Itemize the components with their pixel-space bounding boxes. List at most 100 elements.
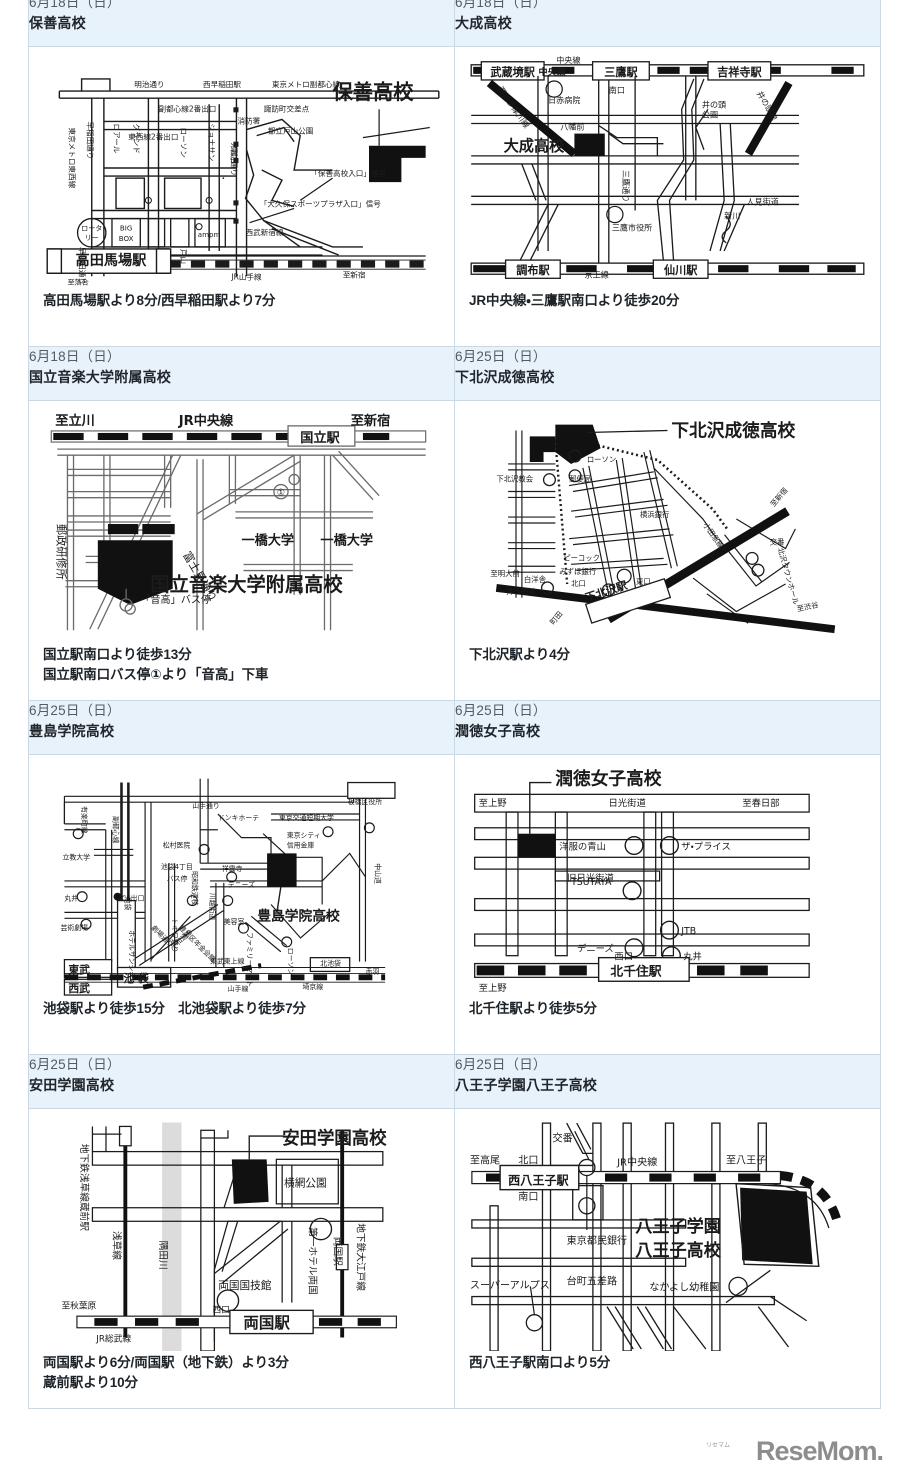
svg-text:祥雲寺: 祥雲寺	[222, 864, 243, 873]
svg-text:至明大前: 至明大前	[490, 569, 519, 578]
cell-header-juntoku: 6月25日（日） 潤徳女子高校	[454, 700, 881, 755]
svg-text:BOX: BOX	[119, 234, 134, 243]
cell-header-hozen: 6月18日（日） 保善高校	[28, 0, 455, 47]
svg-text:東京メトロ東西線: 東京メトロ東西線	[67, 128, 77, 189]
svg-text:リー: リー	[85, 233, 99, 242]
svg-text:埼京線: 埼京線	[302, 982, 323, 991]
access-map-taisei: 中央線 中央線 南口 日赤病院 八幡前 井の頭 公園 人見街道 新川 三鷹市役所…	[455, 47, 880, 289]
cell-body-kunitachi: 至立川 JR中央線 至新宿 国立駅 一橋大学 一橋大学 郵政研修所 富士見通り …	[28, 400, 455, 701]
svg-text:ローソン: ローソン	[287, 948, 295, 976]
svg-text:吉祥寺駅: 吉祥寺駅	[717, 65, 762, 79]
svg-text:西早稲田駅: 西早稲田駅	[203, 79, 241, 89]
table-row: 至秋葉原 JR総武線 西口 地下鉄浅草線蔵前駅 浅草線 隅田川 第一ホテル両国 …	[28, 1108, 881, 1409]
access-map-hozen: 明治通り 西早稲田駅 東京メトロ副都心線 副都心線2番出口 諏訪町交差点 消防署…	[29, 47, 454, 289]
table-row: 6月18日（日） 国立音楽大学附属高校 6月25日（日） 下北沢成徳高校	[28, 346, 881, 401]
school-name: 安田学園高校	[29, 1076, 115, 1093]
access-map-shimokitazawa: 下北沢教会 ローソン 郵便局 横浜銀行 ピーコック みずほ銀行 白洋舎 北口 東…	[455, 401, 880, 643]
svg-text:調布駅: 調布駅	[516, 263, 550, 277]
svg-text:両国駅: 両国駅	[243, 1314, 290, 1332]
table-row: 山手通り ドンキホーテ 東京交通短期大学 東京シティ 信用金庫 松村医院 池袋4…	[28, 754, 881, 1055]
svg-text:池袋: 池袋	[123, 897, 132, 911]
school-map-table: 6月18日（日） 保善高校 6月18日（日） 大成高校	[28, 0, 881, 1409]
svg-text:白洋舎: 白洋舎	[524, 575, 547, 584]
svg-text:西八王子駅: 西八王子駅	[508, 1174, 569, 1188]
school-name: 保善高校	[29, 14, 86, 31]
svg-text:ザ・プライス: ザ・プライス	[681, 841, 731, 852]
svg-text:諏訪通り: 諏訪通り	[229, 146, 239, 176]
svg-text:中山道: 中山道	[373, 863, 382, 884]
watermark-text: ReseMom.	[755, 1436, 884, 1466]
svg-text:横浜銀行: 横浜銀行	[640, 510, 670, 519]
svg-text:丸井: 丸井	[683, 951, 702, 963]
cell-body-shimokitazawa: 下北沢教会 ローソン 郵便局 横浜銀行 ピーコック みずほ銀行 白洋舎 北口 東…	[454, 400, 881, 701]
map-school-title: 八王子学園 八王子高校	[635, 1216, 721, 1261]
svg-text:JR中央線: JR中央線	[616, 1155, 657, 1168]
svg-text:浅草線: 浅草線	[111, 1231, 124, 1260]
svg-text:横網公園: 横網公園	[284, 1176, 327, 1189]
svg-text:赤羽: 赤羽	[365, 967, 379, 975]
svg-text:グランド: グランド	[132, 123, 142, 153]
svg-text:両国国技館: 両国国技館	[218, 1279, 271, 1292]
event-date: 6月18日（日）	[455, 0, 547, 10]
svg-text:西武新宿線: 西武新宿線	[246, 227, 284, 237]
svg-text:至新宿: 至新宿	[768, 486, 789, 509]
svg-text:美容室: 美容室	[224, 917, 245, 926]
svg-text:町田: 町田	[548, 610, 564, 627]
svg-text:都立戸山公園: 都立戸山公園	[268, 126, 313, 136]
svg-text:BIG: BIG	[120, 224, 132, 233]
table-row: 6月25日（日） 豊島学院高校 6月25日（日） 潤徳女子高校	[28, 700, 881, 755]
svg-text:仙川駅: 仙川駅	[663, 263, 698, 277]
svg-text:明治通り: 明治通り	[134, 79, 164, 89]
svg-text:ファミリーマート: ファミリーマート	[245, 932, 253, 987]
svg-text:諏訪町交差点: 諏訪町交差点	[264, 103, 310, 113]
svg-text:西武: 西武	[68, 981, 90, 995]
svg-text:日赤病院: 日赤病院	[548, 95, 580, 105]
svg-text:東京都民銀行: 東京都民銀行	[567, 1234, 627, 1247]
svg-text:八王子高校: 八王子高校	[635, 1240, 721, 1261]
svg-text:至上野: 至上野	[479, 983, 508, 994]
cell-body-hachioji: 至高尾 北口 交番 JR中央線 至八王子 南口 東京都民銀行 スーパーアルプス …	[454, 1108, 881, 1409]
svg-text:北千住駅: 北千住駅	[610, 963, 661, 979]
school-name: 豊島学院高校	[29, 722, 115, 739]
cell-body-yasuda: 至秋葉原 JR総武線 西口 地下鉄浅草線蔵前駅 浅草線 隅田川 第一ホテル両国 …	[28, 1108, 455, 1409]
svg-text:第一ホテル両国: 第一ホテル両国	[306, 1227, 319, 1295]
svg-text:「保善高校入口」信号: 「保善高校入口」信号	[310, 168, 386, 178]
svg-text:デニーズ: デニーズ	[577, 943, 614, 955]
svg-text:信用金庫: 信用金庫	[287, 840, 315, 849]
access-caption: 両国駅より6分/両国駅（地下鉄）より3分 蔵前駅より10分	[43, 1355, 289, 1390]
event-date: 6月18日（日）	[29, 349, 121, 364]
svg-text:東京シティ: 東京シティ	[287, 831, 321, 840]
svg-text:消防署: 消防署	[237, 115, 260, 125]
cell-body-taisei: 中央線 中央線 南口 日赤病院 八幡前 井の頭 公園 人見街道 新川 三鷹市役所…	[454, 46, 881, 347]
svg-text:人見街道: 人見街道	[746, 196, 778, 206]
school-name: 下北沢成徳高校	[455, 368, 555, 385]
svg-text:地下鉄浅草線蔵前駅: 地下鉄浅草線蔵前駅	[78, 1144, 91, 1231]
svg-text:小田急線: 小田急線	[701, 521, 726, 551]
access-map-yasuda: 至秋葉原 JR総武線 西口 地下鉄浅草線蔵前駅 浅草線 隅田川 第一ホテル両国 …	[29, 1109, 454, 1351]
access-map-kunitachi: 至立川 JR中央線 至新宿 国立駅 一橋大学 一橋大学 郵政研修所 富士見通り …	[29, 401, 454, 643]
cell-header-taisei: 6月18日（日） 大成高校	[454, 0, 881, 47]
svg-text:早稲田通り: 早稲田通り	[86, 121, 96, 159]
svg-text:新川: 新川	[724, 211, 740, 221]
cell-header-shimokitazawa: 6月25日（日） 下北沢成徳高校	[454, 346, 881, 401]
event-date: 6月25日（日）	[29, 703, 121, 718]
svg-text:郵政研修所: 郵政研修所	[54, 524, 68, 580]
svg-text:南口: 南口	[609, 85, 625, 95]
svg-text:副都心線: 副都心線	[112, 816, 121, 844]
svg-text:ロアール: ロアール	[112, 123, 121, 153]
svg-text:武蔵境駅: 武蔵境駅	[490, 65, 535, 79]
svg-text:ロータ: ロータ	[81, 224, 102, 233]
svg-text:下北沢教会: 下北沢教会	[496, 475, 533, 484]
svg-text:八幡前: 八幡前	[560, 122, 584, 132]
svg-text:池袋4丁目: 池袋4丁目	[161, 862, 193, 871]
table-row: 至立川 JR中央線 至新宿 国立駅 一橋大学 一橋大学 郵政研修所 富士見通り …	[28, 400, 881, 701]
svg-text:トキワ通り: トキワ通り	[171, 918, 180, 952]
svg-text:日光街道: 日光街道	[608, 797, 645, 809]
svg-text:至立川: 至立川	[55, 412, 94, 429]
svg-text:松村医院: 松村医院	[163, 840, 191, 849]
cell-body-toshima: 山手通り ドンキホーテ 東京交通短期大学 東京シティ 信用金庫 松村医院 池袋4…	[28, 754, 455, 1055]
school-name: 国立音楽大学附属高校	[29, 368, 171, 385]
cell-header-toshima: 6月25日（日） 豊島学院高校	[28, 700, 455, 755]
